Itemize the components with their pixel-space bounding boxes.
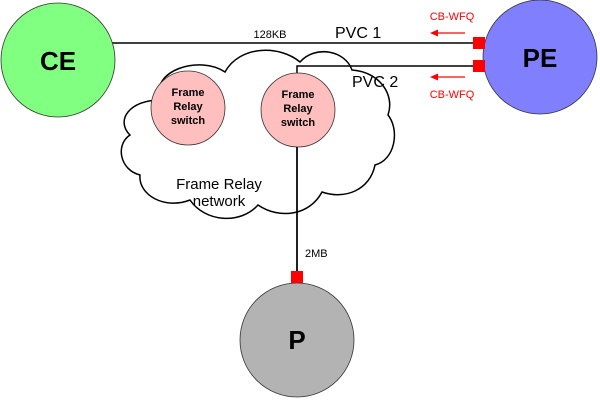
- pe-router[interactable]: [482, 0, 598, 115]
- p-label: P: [288, 325, 305, 355]
- frame-relay-switch-2[interactable]: [260, 72, 336, 148]
- pe-interface-pvc2[interactable]: [473, 60, 485, 72]
- pvc2-label: PVC 2: [352, 74, 398, 91]
- frame-relay-switch-1[interactable]: [150, 70, 226, 146]
- pvc1-qos-arrow-icon: [430, 29, 465, 37]
- ce-router[interactable]: [0, 2, 116, 118]
- pe-label: PE: [523, 43, 558, 73]
- ce-label: CE: [40, 46, 76, 76]
- switch-1-label-line3: switch: [171, 115, 206, 127]
- switch-2-label-line2: Relay: [283, 103, 313, 115]
- pvc2-qos-label: CB-WFQ: [430, 89, 475, 101]
- pvc1-qos-label: CB-WFQ: [430, 11, 475, 23]
- switch-1-label-line1: Frame: [171, 87, 204, 99]
- pvc2-qos-arrow-icon: [430, 73, 465, 81]
- pvc1-bandwidth-label: 128KB: [253, 29, 286, 41]
- pe-interface-pvc1[interactable]: [473, 37, 485, 49]
- cloud-label-line2: network: [193, 193, 246, 210]
- switch-1-label-line2: Relay: [173, 101, 203, 113]
- pvc1-label: PVC 1: [335, 25, 381, 42]
- pvc2-bandwidth-label: 2MB: [305, 248, 328, 260]
- switch-2-label-line3: switch: [281, 117, 316, 129]
- p-interface[interactable]: [291, 271, 303, 283]
- switch-2-label-line1: Frame: [281, 89, 314, 101]
- cloud-label-line1: Frame Relay: [176, 176, 262, 193]
